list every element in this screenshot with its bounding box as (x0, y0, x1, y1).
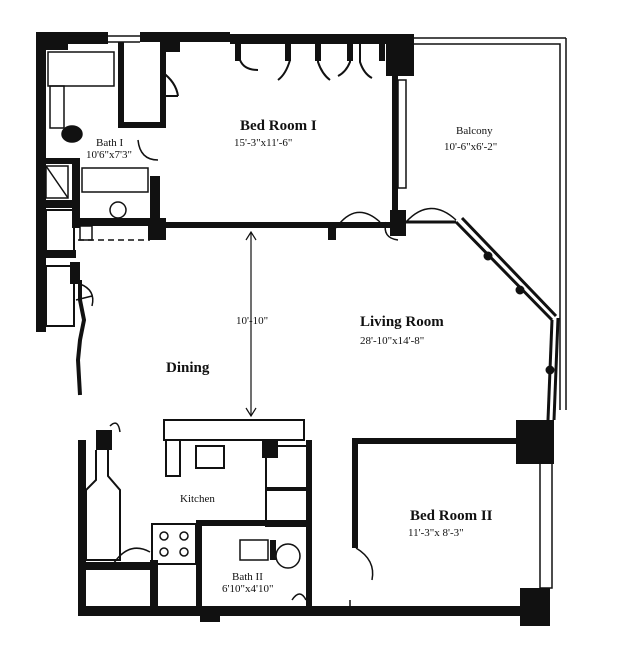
bath1-name: Bath I (96, 137, 124, 149)
bath1-dims: 10'6"x7'3" (86, 149, 132, 161)
bed2-dims: 11'-3"x 8'-3" (408, 527, 464, 539)
angled-window (400, 216, 560, 421)
kitchen-name: Kitchen (180, 493, 215, 505)
top-window (68, 35, 140, 43)
bed1-name: Bed Room I (240, 118, 317, 134)
left-closets (40, 209, 94, 327)
living-dims: 28'-10"x14'-8" (360, 335, 424, 347)
bed1-dims: 15'-3"x11'-6" (234, 137, 292, 149)
right-lower-window (539, 461, 553, 589)
balcony-name: Balcony (456, 125, 493, 137)
bath2-walls (196, 520, 312, 612)
balcony-wall (392, 37, 567, 410)
balcony-dims: 10'-6"x6'-2" (444, 141, 497, 153)
bath2-dims: 6'10"x4'10" (222, 583, 273, 595)
bed1-closet-doors (161, 43, 385, 97)
dimension-line (245, 230, 257, 418)
dining-name: Dining (166, 360, 210, 376)
bed2-name: Bed Room II (410, 508, 493, 524)
bath2-name: Bath II (232, 571, 263, 583)
bed1-south-wall (148, 210, 406, 241)
bath1-fixtures (45, 51, 159, 241)
dimension-label: 10'-10" (236, 315, 268, 327)
living-name: Living Room (360, 314, 444, 330)
bed2-walls (349, 438, 522, 606)
